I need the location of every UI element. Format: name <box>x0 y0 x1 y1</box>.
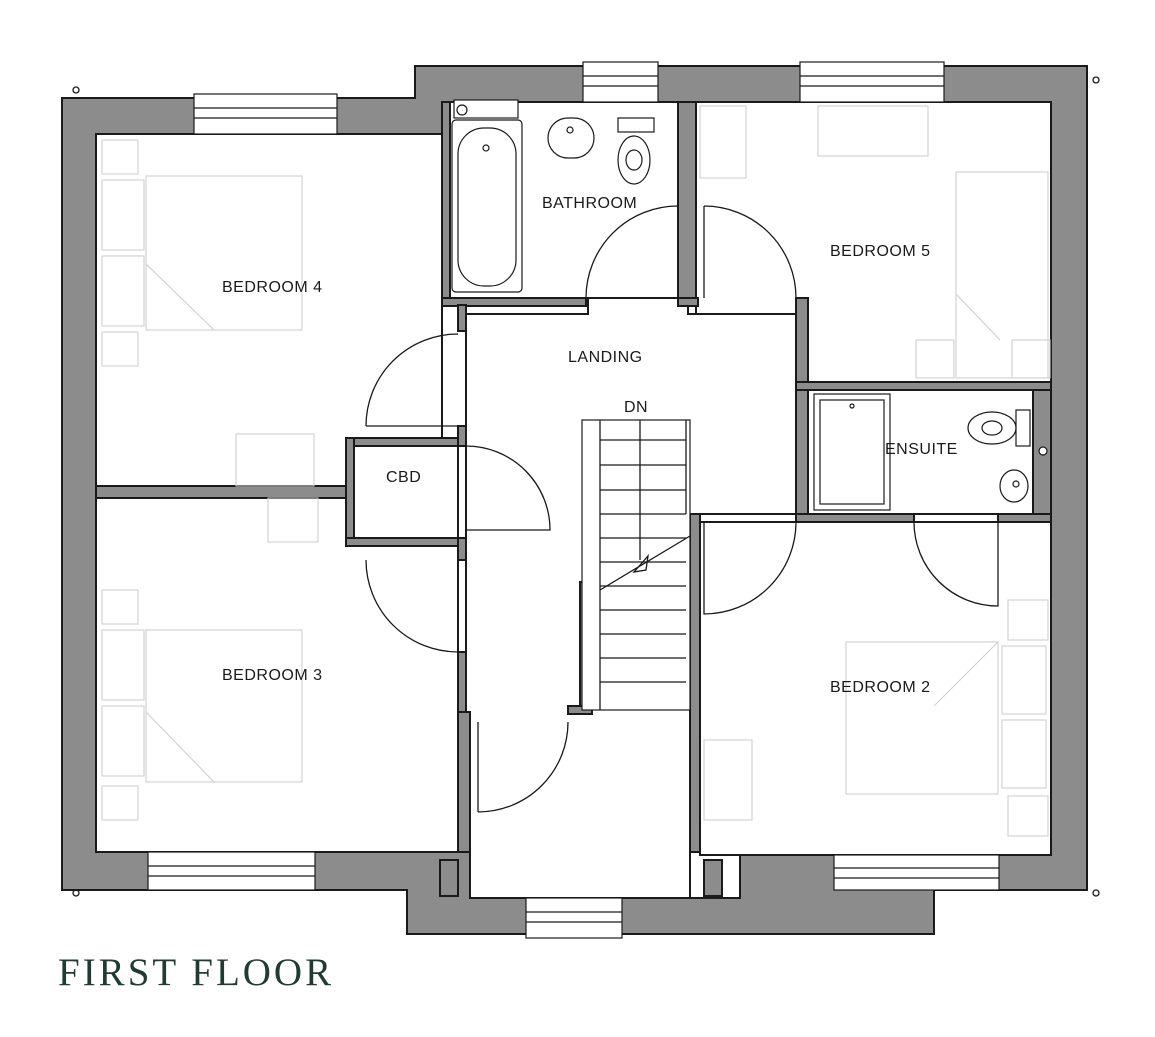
label-stairs-direction: DN <box>624 399 648 416</box>
furniture <box>101 105 1051 837</box>
ensuite-fixtures <box>813 393 1048 511</box>
label-bedroom4: BEDROOM 4 <box>222 279 323 296</box>
floor-title: FIRST FLOOR <box>58 951 335 994</box>
label-ensuite: ENSUITE <box>885 441 958 458</box>
staircase <box>581 419 691 711</box>
label-bedroom5: BEDROOM 5 <box>830 243 931 260</box>
label-bathroom: BATHROOM <box>542 195 637 212</box>
corner-markers <box>72 76 1100 897</box>
door-swings <box>365 205 999 813</box>
label-bedroom2: BEDROOM 2 <box>830 679 931 696</box>
bathroom-fixtures <box>451 99 655 293</box>
label-bedroom3: BEDROOM 3 <box>222 667 323 684</box>
label-cupboard: CBD <box>386 469 421 486</box>
bedroom4-room <box>95 133 443 487</box>
bedroom2-room <box>699 521 1052 856</box>
cupboard-room <box>353 445 459 539</box>
label-landing: LANDING <box>568 349 643 366</box>
windows <box>147 61 1000 939</box>
